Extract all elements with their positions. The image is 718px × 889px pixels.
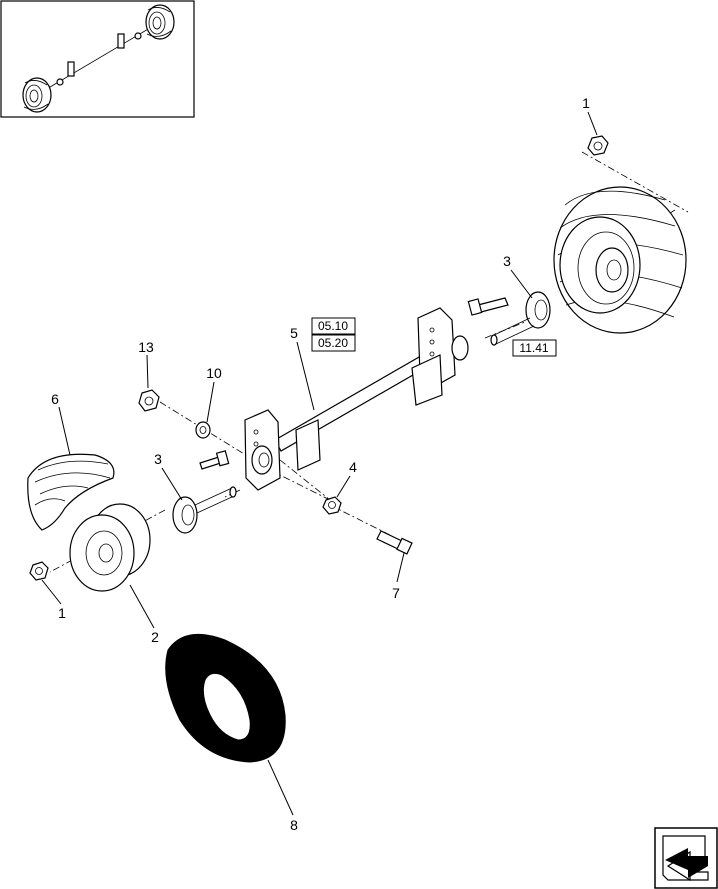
left-wheel-nut[interactable] <box>29 561 49 581</box>
tire-tread-6[interactable] <box>27 453 115 531</box>
callout-13: 13 <box>138 339 154 355</box>
leader-lines <box>41 111 598 816</box>
reference-box-1141[interactable]: 11.41 <box>512 339 557 357</box>
callout-10: 10 <box>206 365 222 381</box>
left-hub-spindle[interactable] <box>172 486 237 534</box>
callout-6: 6 <box>51 391 59 407</box>
right-bolt[interactable] <box>467 297 509 316</box>
inner-tube-8[interactable] <box>165 633 286 763</box>
nut-4[interactable] <box>322 496 342 515</box>
callout-4: 4 <box>349 459 357 475</box>
right-hub-spindle[interactable] <box>490 291 551 346</box>
left-nut-13[interactable] <box>138 389 160 412</box>
left-bolt[interactable] <box>199 450 230 470</box>
right-tire-assembly[interactable] <box>553 186 687 334</box>
right-wheel-nut[interactable] <box>587 135 609 156</box>
reference-label-1141: 11.41 <box>519 341 548 355</box>
reference-label-0520: 05.20 <box>318 336 348 350</box>
washer-10[interactable] <box>195 421 211 439</box>
reference-label-0510: 05.10 <box>318 319 348 333</box>
callout-3-right: 3 <box>503 253 511 269</box>
callout-3-left: 3 <box>154 451 162 467</box>
wheel-rim-2[interactable] <box>69 503 151 592</box>
axle[interactable] <box>244 307 469 491</box>
callout-8: 8 <box>290 817 298 833</box>
next-page-arrow-icon[interactable] <box>654 827 718 889</box>
callout-5: 5 <box>290 325 298 341</box>
callout-1-top: 1 <box>582 95 590 111</box>
callout-1-left: 1 <box>58 605 66 621</box>
callout-2: 2 <box>151 629 159 645</box>
callouts: 1 3 5 13 10 6 3 4 7 1 2 8 <box>51 95 590 833</box>
bolt-7[interactable] <box>376 530 413 555</box>
reference-box-0520[interactable]: 05.20 <box>311 334 356 352</box>
overview-thumbnail[interactable] <box>0 0 195 118</box>
reference-box-0510[interactable]: 05.10 <box>311 317 356 335</box>
callout-7: 7 <box>392 585 400 601</box>
